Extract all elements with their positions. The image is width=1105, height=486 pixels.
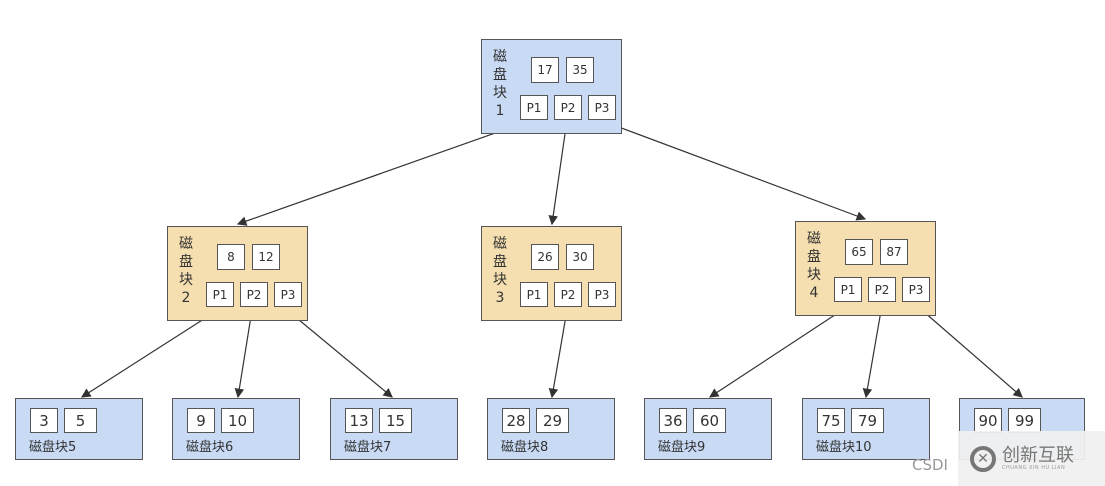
pointer-cell: P3 — [902, 277, 930, 302]
key-cell: 30 — [566, 244, 594, 270]
pointer-cell: P1 — [520, 95, 548, 120]
block-label: 磁盘块2 — [179, 236, 193, 306]
block-label: 磁盘块6 — [186, 440, 234, 455]
pointer-cell: P2 — [554, 282, 582, 307]
key-cell: 3 — [30, 408, 58, 433]
pointer-cell: P1 — [520, 282, 548, 307]
key-cell: 5 — [64, 408, 97, 433]
key-cell: 75 — [817, 408, 845, 433]
key-cell: 90 — [974, 408, 1002, 433]
brand-sub: CHUANG XIN HU LIAN — [1002, 464, 1066, 471]
brand-logo-icon: ✕ — [970, 445, 996, 472]
block-label: 磁盘块10 — [816, 440, 872, 455]
key-cell: 79 — [851, 408, 884, 433]
pointer-cell: P3 — [274, 282, 302, 307]
block-label: 磁盘块4 — [807, 231, 821, 301]
block-label: 磁盘块3 — [493, 236, 507, 306]
edge-root-p3 — [599, 119, 867, 221]
key-cell: 15 — [379, 408, 412, 433]
block-label: 磁盘块1 — [493, 49, 507, 119]
pointer-cell: P2 — [554, 95, 582, 120]
edge-root-p2 — [548, 119, 568, 226]
pointer-cell: P1 — [206, 282, 234, 307]
edge-b4-p2 — [862, 304, 883, 399]
key-cell: 26 — [531, 244, 559, 270]
edge-b2-p1 — [80, 309, 219, 398]
key-cell: 99 — [1008, 408, 1041, 433]
key-cell: 12 — [252, 244, 280, 270]
key-cell: 9 — [187, 408, 215, 433]
key-cell: 28 — [502, 408, 530, 433]
key-cell: 60 — [693, 408, 726, 433]
key-cell: 17 — [531, 57, 559, 83]
edge-b2-p3 — [286, 309, 393, 398]
pointer-cell: P1 — [834, 277, 862, 302]
pointer-cell: P2 — [240, 282, 268, 307]
key-cell: 36 — [659, 408, 687, 433]
key-cell: 65 — [845, 239, 873, 265]
edge-b4-p1 — [708, 304, 851, 398]
edge-b2-p2 — [234, 309, 253, 399]
block-label: 磁盘块7 — [344, 440, 392, 455]
block-label: 磁盘块8 — [501, 440, 549, 455]
key-cell: 8 — [217, 244, 245, 270]
key-cell: 87 — [880, 239, 908, 265]
key-cell: 35 — [566, 57, 594, 83]
csdn-watermark: CSDI — [912, 456, 948, 474]
pointer-cell: P3 — [588, 282, 616, 307]
key-cell: 29 — [536, 408, 569, 433]
key-cell: 10 — [221, 408, 254, 433]
block-label: 磁盘块5 — [29, 440, 77, 455]
pointer-cell: P3 — [588, 95, 616, 120]
pointer-cell: P2 — [868, 277, 896, 302]
block-label: 磁盘块9 — [658, 440, 706, 455]
key-cell: 13 — [345, 408, 373, 433]
brand-name: 创新互联 — [1002, 444, 1074, 466]
edge-root-p1 — [236, 119, 533, 226]
edge-b4-p3 — [915, 304, 1023, 398]
brand-watermark: ✕ 创新互联 CHUANG XIN HU LIAN — [958, 431, 1105, 486]
edge-b3-p2 — [548, 309, 568, 399]
